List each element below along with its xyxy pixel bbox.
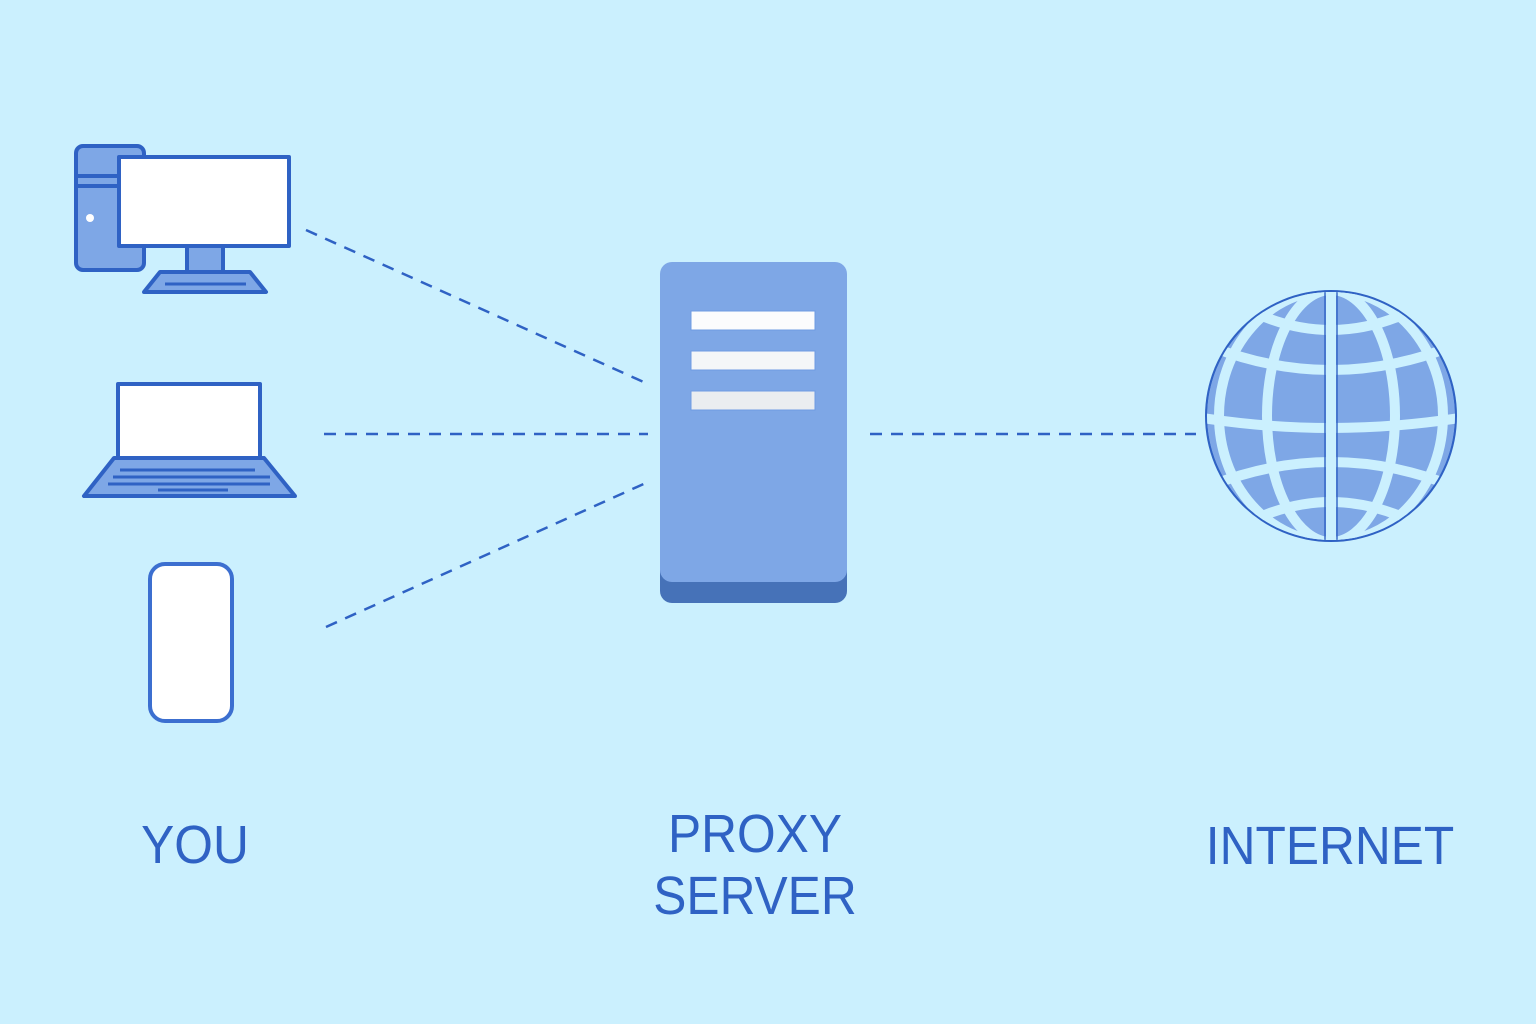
label-proxy-line2: SERVER — [653, 866, 857, 926]
label-internet: INTERNET — [1205, 816, 1455, 876]
laptop-icon — [82, 382, 297, 498]
edge-phone-proxy — [325, 480, 649, 629]
server-icon — [660, 262, 847, 603]
smartphone-icon — [148, 562, 234, 723]
label-proxy-line1: PROXY — [668, 804, 842, 864]
label-you: YOU — [141, 815, 249, 875]
globe-icon — [1205, 290, 1457, 542]
edge-desktop-proxy — [305, 228, 649, 386]
desktop-computer-icon — [74, 144, 291, 294]
label-proxy-server: PROXY SERVER — [617, 803, 893, 927]
